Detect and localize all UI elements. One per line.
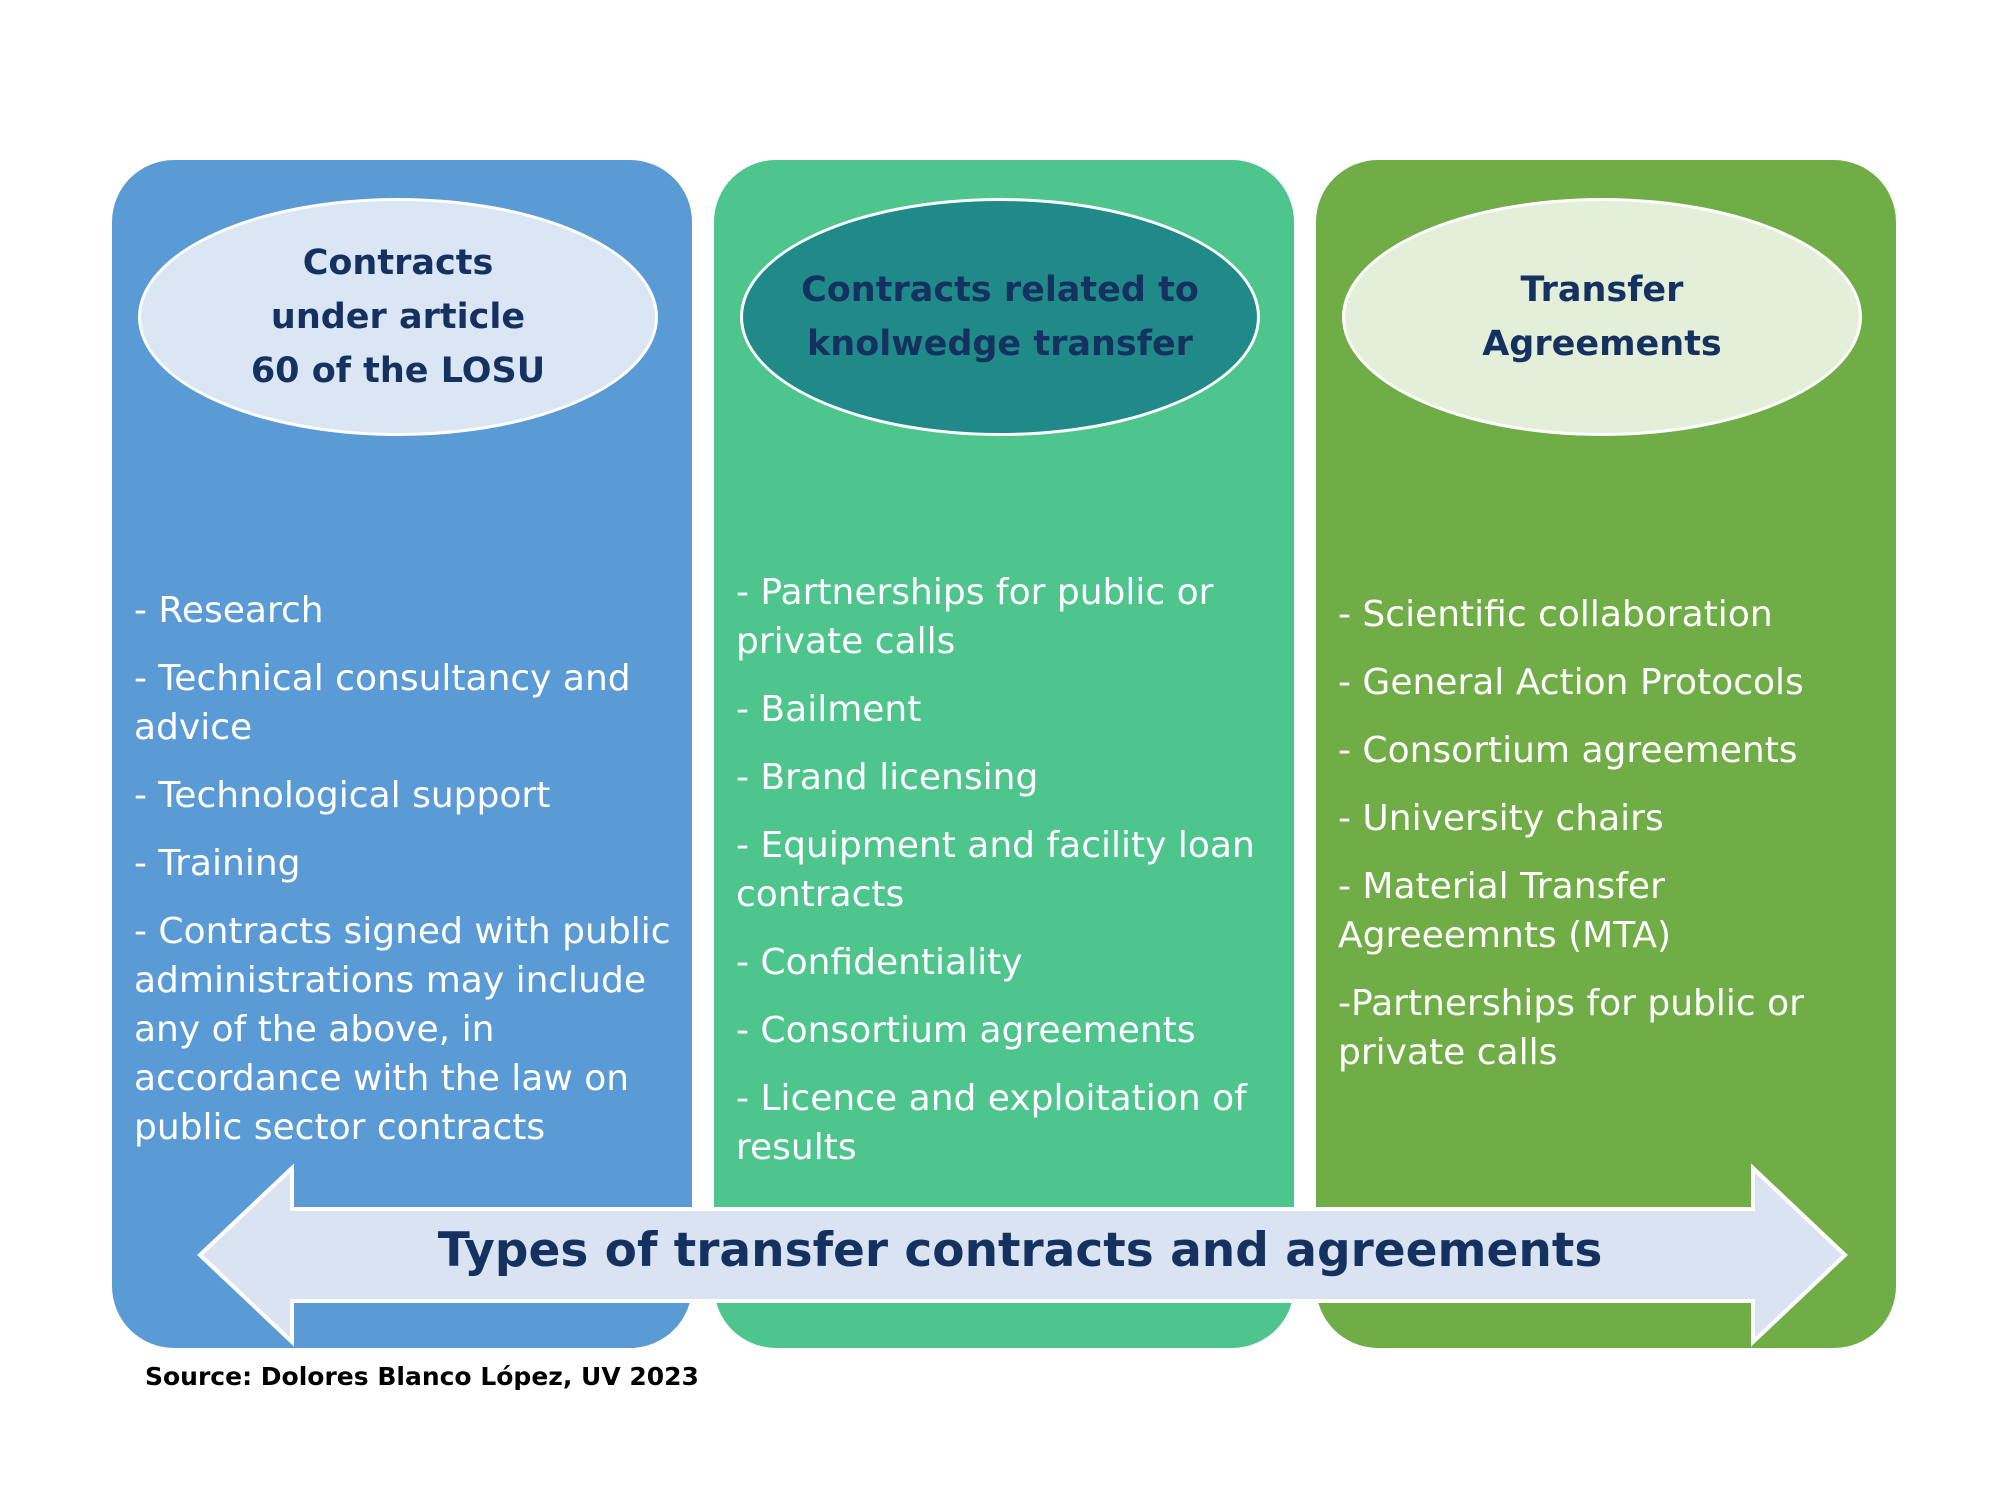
list-item: - Technological support bbox=[134, 775, 551, 816]
list-item: - Licence and exploitation of results bbox=[736, 1078, 1247, 1168]
list-item: - Confidentiality bbox=[736, 942, 1023, 983]
column-transfer-agreements: Transfer Agreements - Scientific collabo… bbox=[1316, 160, 1896, 1348]
list-item: - Scientific collaboration bbox=[1338, 594, 1773, 635]
list-item: - Consortium agreements bbox=[1338, 730, 1798, 771]
list-item: - Research bbox=[134, 590, 324, 631]
column-knowledge-transfer-contracts: Contracts related to knolwedge transfer … bbox=[714, 160, 1294, 1348]
title-ellipse-losu: Contracts under article 60 of the LOSU bbox=[138, 198, 658, 436]
list-item: - Consortium agreements bbox=[736, 1010, 1196, 1051]
list-item: - Partnerships for public or private cal… bbox=[736, 572, 1214, 662]
list-item: - Contracts signed with public administr… bbox=[134, 911, 671, 1148]
title-ellipse-transfer-agreements: Transfer Agreements bbox=[1342, 198, 1862, 436]
list-item: - Equipment and facility loan contracts bbox=[736, 825, 1255, 915]
list-item: - General Action Protocols bbox=[1338, 662, 1804, 703]
title-ellipse-knowledge-transfer: Contracts related to knolwedge transfer bbox=[740, 198, 1260, 436]
item-list-transfer-agreements: - Scientific collaboration - General Act… bbox=[1338, 590, 1882, 1096]
arrow-label: Types of transfer contracts and agreemen… bbox=[437, 1223, 1603, 1278]
list-item: - Brand licensing bbox=[736, 757, 1039, 798]
list-item: - Material Transfer Agreeemnts (MTA) bbox=[1338, 866, 1672, 956]
list-item: - Technical consultancy and advice bbox=[134, 658, 631, 748]
list-item: - Training bbox=[134, 843, 301, 884]
list-item: - University chairs bbox=[1338, 798, 1664, 839]
column-losu-contracts: Contracts under article 60 of the LOSU -… bbox=[112, 160, 692, 1348]
item-list-losu: - Research - Technical consultancy and a… bbox=[134, 586, 678, 1171]
list-item: - Bailment bbox=[736, 689, 922, 730]
source-caption: Source: Dolores Blanco López, UV 2023 bbox=[145, 1362, 699, 1391]
list-item: -Partnerships for public or private call… bbox=[1338, 983, 1804, 1073]
item-list-knowledge-transfer: - Partnerships for public or private cal… bbox=[736, 568, 1280, 1191]
